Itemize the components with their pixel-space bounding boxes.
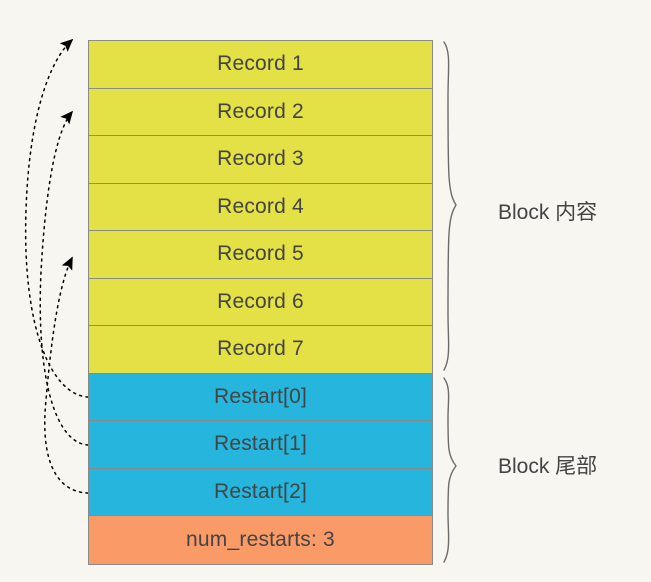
block-cell-record-7: Record 7: [89, 326, 432, 374]
block-stack: Record 1 Record 2 Record 3 Record 4 Reco…: [88, 40, 433, 565]
block-cell-record-3: Record 3: [89, 136, 432, 184]
bracket-label-block-content: Block 内容: [498, 201, 598, 224]
pointer-restart2-to-record5: [44, 256, 89, 494]
cell-label: Record 4: [217, 194, 304, 218]
block-cell-restart-2: Restart[2]: [89, 468, 432, 516]
bracket-block-trailer: [443, 377, 457, 563]
bracket-block-content: [443, 41, 457, 371]
block-cell-record-2: Record 2: [89, 88, 432, 136]
pointer-restart0-to-record1: [24, 38, 89, 398]
block-cell-record-5: Record 5: [89, 231, 432, 279]
cell-label: Record 7: [217, 337, 304, 361]
block-cell-num-restarts: num_restarts: 3: [89, 516, 432, 564]
bracket-label-block-trailer: Block 尾部: [498, 455, 598, 478]
cell-label: Restart[2]: [213, 479, 308, 503]
cell-label: Record 5: [217, 242, 304, 266]
cell-label: Restart[0]: [213, 384, 308, 408]
block-cell-record-6: Record 6: [89, 278, 432, 326]
block-cell-record-4: Record 4: [89, 183, 432, 231]
cell-label: Record 1: [217, 52, 304, 76]
cell-label: Record 2: [217, 99, 304, 123]
cell-label: num_restarts: 3: [186, 527, 335, 551]
cell-label: Record 3: [217, 147, 304, 171]
pointer-restart1-to-record2: [39, 110, 89, 446]
block-cell-restart-1: Restart[1]: [89, 421, 432, 469]
block-cell-record-1: Record 1: [89, 41, 432, 89]
cell-label: Restart[1]: [213, 432, 308, 456]
block-cell-restart-0: Restart[0]: [89, 373, 432, 421]
cell-label: Record 6: [217, 289, 304, 313]
